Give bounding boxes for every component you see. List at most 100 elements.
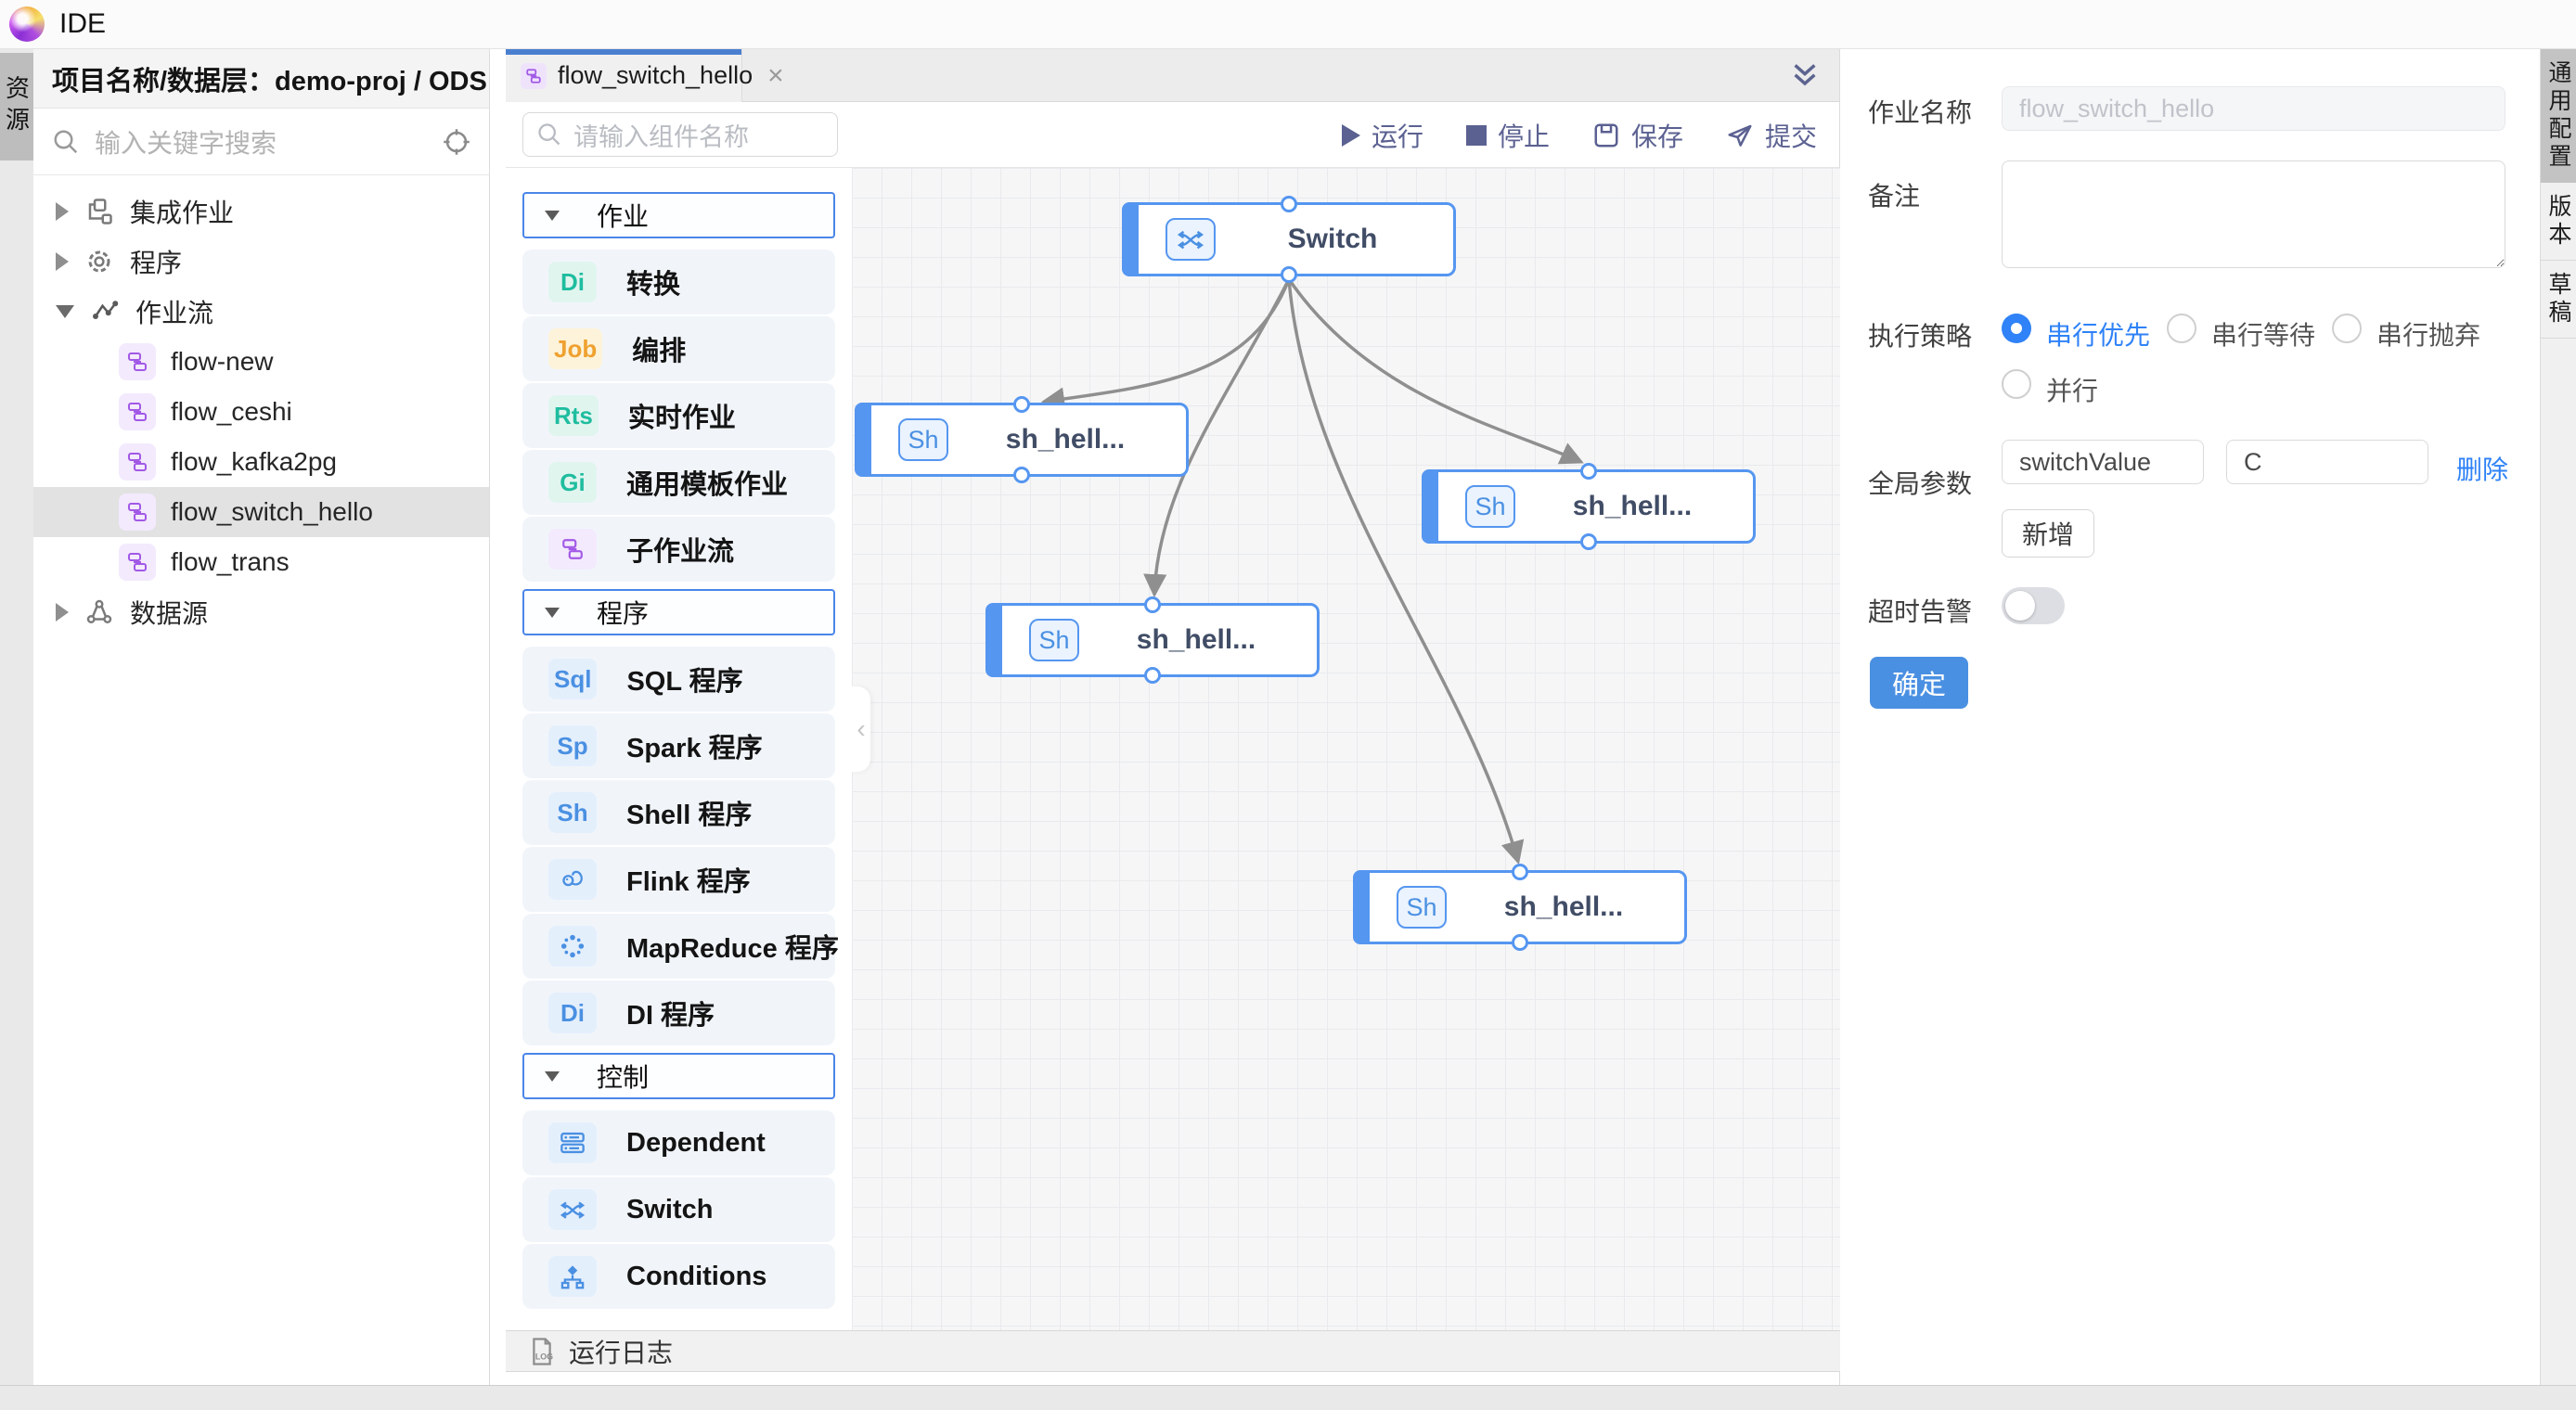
palette-item-shell-program[interactable]: Sh Shell 程序 <box>522 780 835 845</box>
node-accent-bar <box>985 603 1002 677</box>
tree-item-flow-kafka2pg[interactable]: flow_kafka2pg <box>33 437 489 487</box>
palette-item-dependent[interactable]: Dependent <box>522 1110 835 1175</box>
tree-item-workflows[interactable]: 作业流 <box>33 287 489 337</box>
left-strip-tab-resources[interactable]: 资源 <box>0 53 33 160</box>
node-port-top[interactable] <box>1281 196 1297 212</box>
edge-switch-to-middle[interactable] <box>1143 278 1291 598</box>
caret-down-icon <box>545 607 560 618</box>
palette-collapse-handle[interactable]: ‹ <box>852 686 870 772</box>
confirm-button[interactable]: 确定 <box>1870 657 1968 709</box>
caret-right-icon[interactable] <box>56 202 69 221</box>
palette-item-realtime-job[interactable]: Rts 实时作业 <box>522 383 835 448</box>
radio-serial-priority[interactable] <box>2002 314 2031 343</box>
node-port-top[interactable] <box>1512 864 1528 880</box>
timeout-alert-toggle[interactable] <box>2002 587 2065 624</box>
radio-label-serial-wait[interactable]: 串行等待 <box>2211 321 2316 350</box>
right-strip-tab-version[interactable]: 版本 <box>2541 183 2576 261</box>
shell-node-badge: Sh <box>1465 485 1515 528</box>
edge-switch-to-left[interactable] <box>1040 278 1291 411</box>
gi-badge: Gi <box>548 462 597 503</box>
component-search-input[interactable]: 请输入组件名称 <box>522 112 838 157</box>
tree-item-flow-switch-hello[interactable]: flow_switch_hello <box>33 487 489 537</box>
close-icon[interactable]: × <box>767 59 784 91</box>
radio-serial-discard[interactable] <box>2332 314 2362 343</box>
workspace: 作业 Di 转换 Job 编排 Rts 实时作业 Gi 通用模板作业 <box>506 168 1840 1330</box>
radio-label-serial-discard[interactable]: 串行抛弃 <box>2376 321 2481 350</box>
right-tab-strip: 通用配置 版本 草稿 <box>2540 49 2576 1385</box>
palette-item-subflow[interactable]: 子作业流 <box>522 517 835 582</box>
tree-item-flow-new[interactable]: flow-new <box>33 337 489 387</box>
canvas-node-shell-3[interactable]: Sh sh_hell... <box>985 596 1320 684</box>
tree-item-flow-ceshi[interactable]: flow_ceshi <box>33 387 489 437</box>
node-port-bottom[interactable] <box>1580 533 1597 550</box>
palette-item-transform[interactable]: Di 转换 <box>522 250 835 314</box>
node-port-bottom[interactable] <box>1512 934 1528 951</box>
node-port-top[interactable] <box>1580 463 1597 480</box>
remark-textarea[interactable] <box>2002 160 2505 268</box>
job-name-input[interactable] <box>2002 86 2505 131</box>
sidebar-search[interactable]: 输入关键字搜索 <box>33 109 489 175</box>
radio-parallel[interactable] <box>2002 369 2031 399</box>
palette-item-orchestrate[interactable]: Job 编排 <box>522 316 835 381</box>
canvas-node-shell-1[interactable]: Sh sh_hell... <box>855 396 1189 483</box>
right-strip-tab-draft[interactable]: 草稿 <box>2541 261 2576 339</box>
double-chevron-down-icon[interactable] <box>1791 62 1819 90</box>
node-port-top[interactable] <box>1144 596 1161 613</box>
caret-down-icon[interactable] <box>56 305 74 318</box>
param-key-input[interactable] <box>2002 440 2204 484</box>
resource-sidebar: 项目名称/数据层：demo-proj / ODS 输入关键字搜索 集成作业 程序… <box>33 49 490 1385</box>
canvas-node-shell-4[interactable]: Sh sh_hell... <box>1353 864 1687 951</box>
di-badge: Di <box>548 993 597 1033</box>
param-value-input[interactable] <box>2226 440 2428 484</box>
node-port-bottom[interactable] <box>1013 467 1030 483</box>
tree-item-integration-jobs[interactable]: 集成作业 <box>33 186 489 237</box>
radio-serial-wait[interactable] <box>2167 314 2196 343</box>
palette-item-di-program[interactable]: Di DI 程序 <box>522 981 835 1045</box>
save-button[interactable]: 保存 <box>1592 117 1683 154</box>
palette-section-programs[interactable]: 程序 <box>522 589 835 635</box>
caret-right-icon[interactable] <box>56 603 69 622</box>
rts-badge: Rts <box>548 395 599 436</box>
radio-label-parallel[interactable]: 并行 <box>2046 377 2099 405</box>
tab-flow-switch-hello[interactable]: flow_switch_hello × <box>506 49 784 102</box>
tree-item-label: flow_switch_hello <box>171 497 373 526</box>
palette-item-mapreduce-program[interactable]: MapReduce 程序 <box>522 914 839 979</box>
run-log-bar[interactable]: LOG 运行日志 <box>506 1330 1840 1372</box>
palette-item-flink-program[interactable]: Flink 程序 <box>522 847 835 912</box>
titlebar: IDE <box>0 0 2576 49</box>
palette-item-template-job[interactable]: Gi 通用模板作业 <box>522 450 835 515</box>
node-port-bottom[interactable] <box>1281 266 1297 283</box>
tree-item-datasources[interactable]: 数据源 <box>33 587 489 637</box>
run-button[interactable]: 运行 <box>1341 117 1423 154</box>
flink-icon <box>548 859 597 900</box>
gear-icon <box>84 246 115 277</box>
radio-label-serial-priority[interactable]: 串行优先 <box>2046 321 2151 350</box>
param-add-button[interactable]: 新增 <box>2002 509 2094 558</box>
submit-button[interactable]: 提交 <box>1726 117 1817 154</box>
palette-item-conditions[interactable]: Conditions <box>522 1244 835 1309</box>
crosshair-icon[interactable] <box>443 128 470 156</box>
param-delete-link[interactable]: 删除 <box>2456 455 2509 484</box>
canvas-node-switch[interactable]: Switch <box>1122 196 1456 283</box>
palette-item-sql-program[interactable]: Sql SQL 程序 <box>522 647 835 711</box>
edge-switch-to-right[interactable] <box>1287 278 1584 465</box>
window-bottom-edge <box>0 1385 2576 1410</box>
palette-section-jobs[interactable]: 作业 <box>522 192 835 238</box>
tree-item-programs[interactable]: 程序 <box>33 237 489 287</box>
caret-right-icon[interactable] <box>56 252 69 271</box>
strategy-label: 执行策略 <box>1868 322 1973 351</box>
tree-item-flow-trans[interactable]: flow_trans <box>33 537 489 587</box>
node-label: Switch <box>1287 224 1378 254</box>
palette-item-spark-program[interactable]: Sp Spark 程序 <box>522 713 835 778</box>
palette-section-control[interactable]: 控制 <box>522 1053 835 1099</box>
right-strip-tab-general-config[interactable]: 通用配置 <box>2541 49 2576 183</box>
palette-item-switch[interactable]: Switch <box>522 1177 835 1242</box>
edge-switch-to-bottom[interactable] <box>1287 278 1525 865</box>
job-name-label: 作业名称 <box>1868 98 1973 127</box>
canvas-node-shell-2[interactable]: Sh sh_hell... <box>1422 463 1756 550</box>
node-port-top[interactable] <box>1013 396 1030 413</box>
workflow-icon <box>89 296 121 327</box>
node-port-bottom[interactable] <box>1144 667 1161 684</box>
stop-button[interactable]: 停止 <box>1465 117 1550 154</box>
flow-canvas[interactable]: Switch Sh sh_hell... Sh sh_hell... <box>852 168 1840 1330</box>
